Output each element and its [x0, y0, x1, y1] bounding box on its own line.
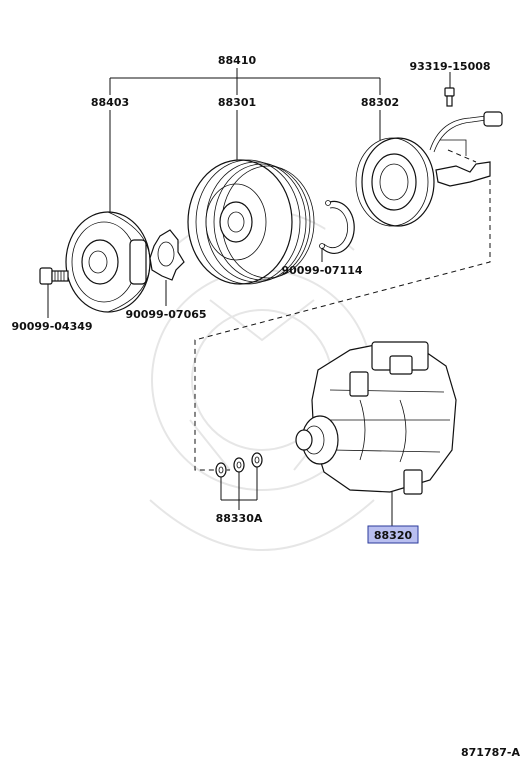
pulley-drawing	[187, 110, 315, 285]
label-88330a[interactable]: 88330A	[216, 512, 263, 525]
label-88410[interactable]: 88410	[218, 54, 257, 67]
clutch-assembly-bracket	[109, 68, 381, 95]
bolt-drawing	[39, 267, 69, 318]
label-90099-07114[interactable]: 90099-07114	[281, 264, 362, 277]
label-88301[interactable]: 88301	[218, 96, 256, 109]
o-rings-drawing	[215, 452, 263, 510]
pressure-plate-drawing	[65, 110, 151, 313]
assembly-dashed-lines	[194, 149, 491, 471]
label-88302[interactable]: 88302	[361, 96, 399, 109]
selected-part-highlight	[367, 525, 419, 544]
diagram-code: 871787-A	[461, 746, 520, 759]
stator-screw-and-wire-drawing	[429, 72, 503, 187]
compressor-drawing	[295, 341, 457, 526]
label-90099-04349[interactable]: 90099-04349	[11, 320, 92, 333]
shim-drawing	[149, 229, 185, 306]
label-90099-07065[interactable]: 90099-07065	[125, 308, 206, 321]
label-88320[interactable]: 88320	[374, 529, 413, 542]
snap-ring-drawing	[319, 200, 355, 262]
label-88403[interactable]: 88403	[91, 96, 129, 109]
stator-drawing	[355, 110, 435, 227]
label-93319-15008[interactable]: 93319-15008	[409, 60, 490, 73]
